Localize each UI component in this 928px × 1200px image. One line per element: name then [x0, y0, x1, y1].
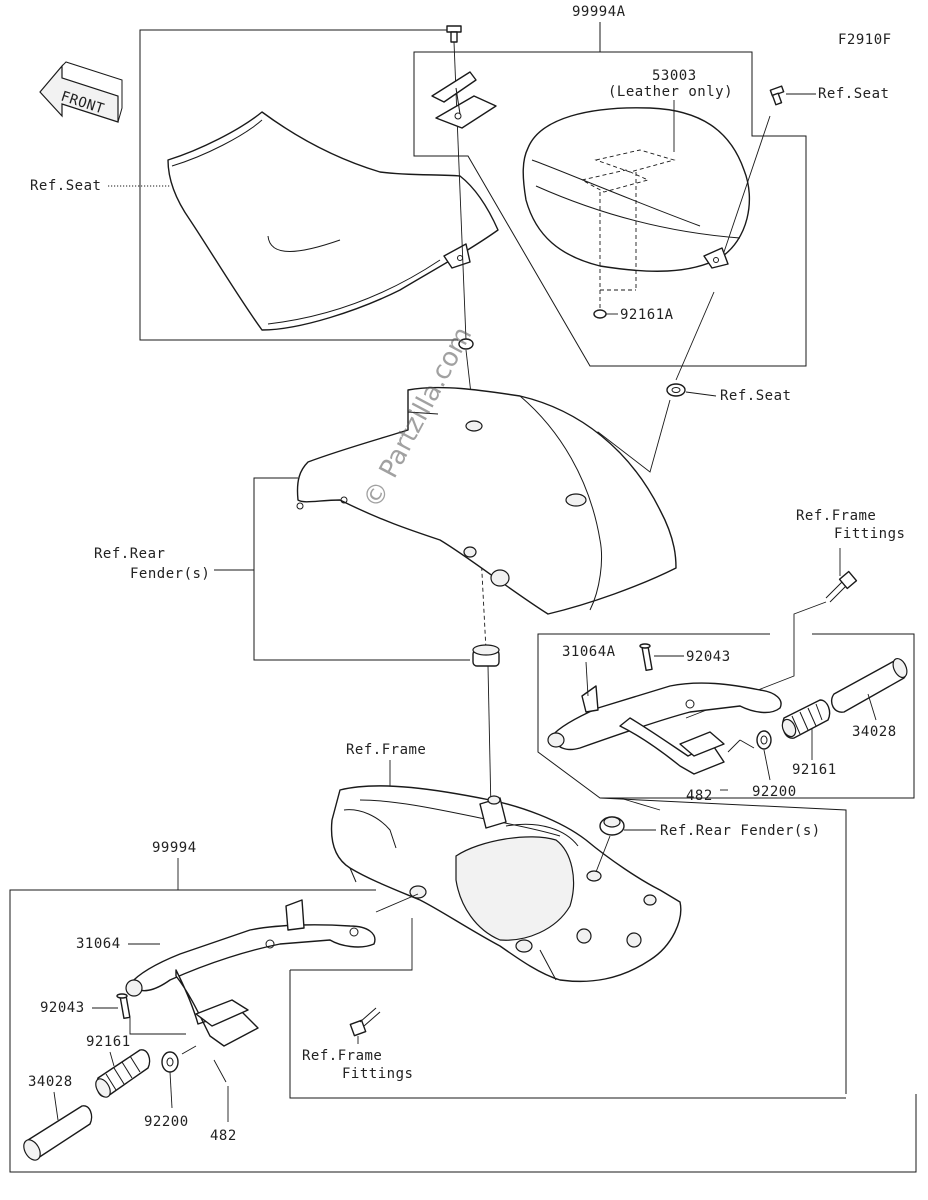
bracket-right-label: 31064A — [562, 644, 616, 660]
kit-upper-label: 99994A — [572, 4, 626, 20]
bracket-left-label: 31064 — [76, 936, 121, 952]
ref-seat-left-label: Ref.Seat — [30, 178, 101, 194]
ref-frame-fittings-left-label-2: Fittings — [342, 1066, 413, 1082]
seat-washer-icon — [666, 383, 686, 397]
grip-right-icon — [830, 657, 908, 713]
seat-box-outline — [139, 29, 458, 341]
seat-cover-pad-icon — [580, 149, 676, 310]
seat-cover-note: (Leather only) — [608, 84, 733, 100]
seat-bolt-right-icon — [769, 85, 785, 106]
washer-left-icon — [161, 1051, 179, 1073]
frame-bolt-left-icon — [349, 1007, 381, 1037]
cotter-right-label: 482 — [686, 788, 713, 804]
ref-frame-fittings-right-label-2: Fittings — [834, 526, 905, 542]
fender-grommet-icon — [472, 644, 500, 667]
grip-left-label: 34028 — [28, 1074, 73, 1090]
cotter-left-label: 482 — [210, 1128, 237, 1144]
seat-washer-left-icon — [458, 338, 474, 350]
grip-right-label: 34028 — [852, 724, 897, 740]
footpeg-bracket-left — [125, 899, 376, 1047]
pin-right-label: 92043 — [686, 649, 731, 665]
fender-grommet-right-icon — [599, 816, 625, 836]
ref-rear-fender-label-2: Fender(s) — [130, 566, 210, 582]
footpeg-bracket-right — [547, 682, 782, 775]
pin-left-icon — [116, 993, 131, 1020]
ref-frame-fittings-left-label-1: Ref.Frame — [302, 1048, 382, 1064]
washer-right-label: 92200 — [752, 784, 797, 800]
ref-frame-label: Ref.Frame — [346, 742, 426, 758]
seat-bolt-left-icon — [446, 25, 462, 43]
ref-seat-washer-label: Ref.Seat — [720, 388, 791, 404]
damper-right-icon — [781, 699, 831, 739]
damper-upper-icon — [593, 309, 607, 319]
kit-lower-label: 99994 — [152, 840, 197, 856]
damper-upper-label: 92161A — [620, 307, 674, 323]
ref-frame-fittings-right-label-1: Ref.Frame — [796, 508, 876, 524]
damper-left-icon — [95, 1049, 151, 1098]
ref-rear-fender-small-label: Ref.Rear Fender(s) — [660, 823, 821, 839]
ref-rear-fender-label-1: Ref.Rear — [94, 546, 165, 562]
front-arrow-icon: FRONT — [39, 61, 123, 123]
grip-left-icon — [23, 1105, 93, 1161]
pin-left-label: 92043 — [40, 1000, 85, 1016]
washer-left-label: 92200 — [144, 1114, 189, 1130]
frame-bolt-right-icon — [825, 570, 858, 603]
washer-right-icon — [756, 730, 772, 750]
seat-hinge-bracket — [431, 71, 497, 129]
ref-seat-bolt-label: Ref.Seat — [818, 86, 889, 102]
diagram-code: F2910F — [838, 32, 892, 48]
seat-cover-label: 53003 — [652, 68, 697, 84]
pin-right-icon — [639, 643, 653, 672]
rear-fender — [296, 386, 677, 615]
rider-seat — [167, 111, 499, 331]
damper-left-label: 92161 — [86, 1034, 131, 1050]
frame — [330, 785, 682, 983]
damper-right-label: 92161 — [792, 762, 837, 778]
